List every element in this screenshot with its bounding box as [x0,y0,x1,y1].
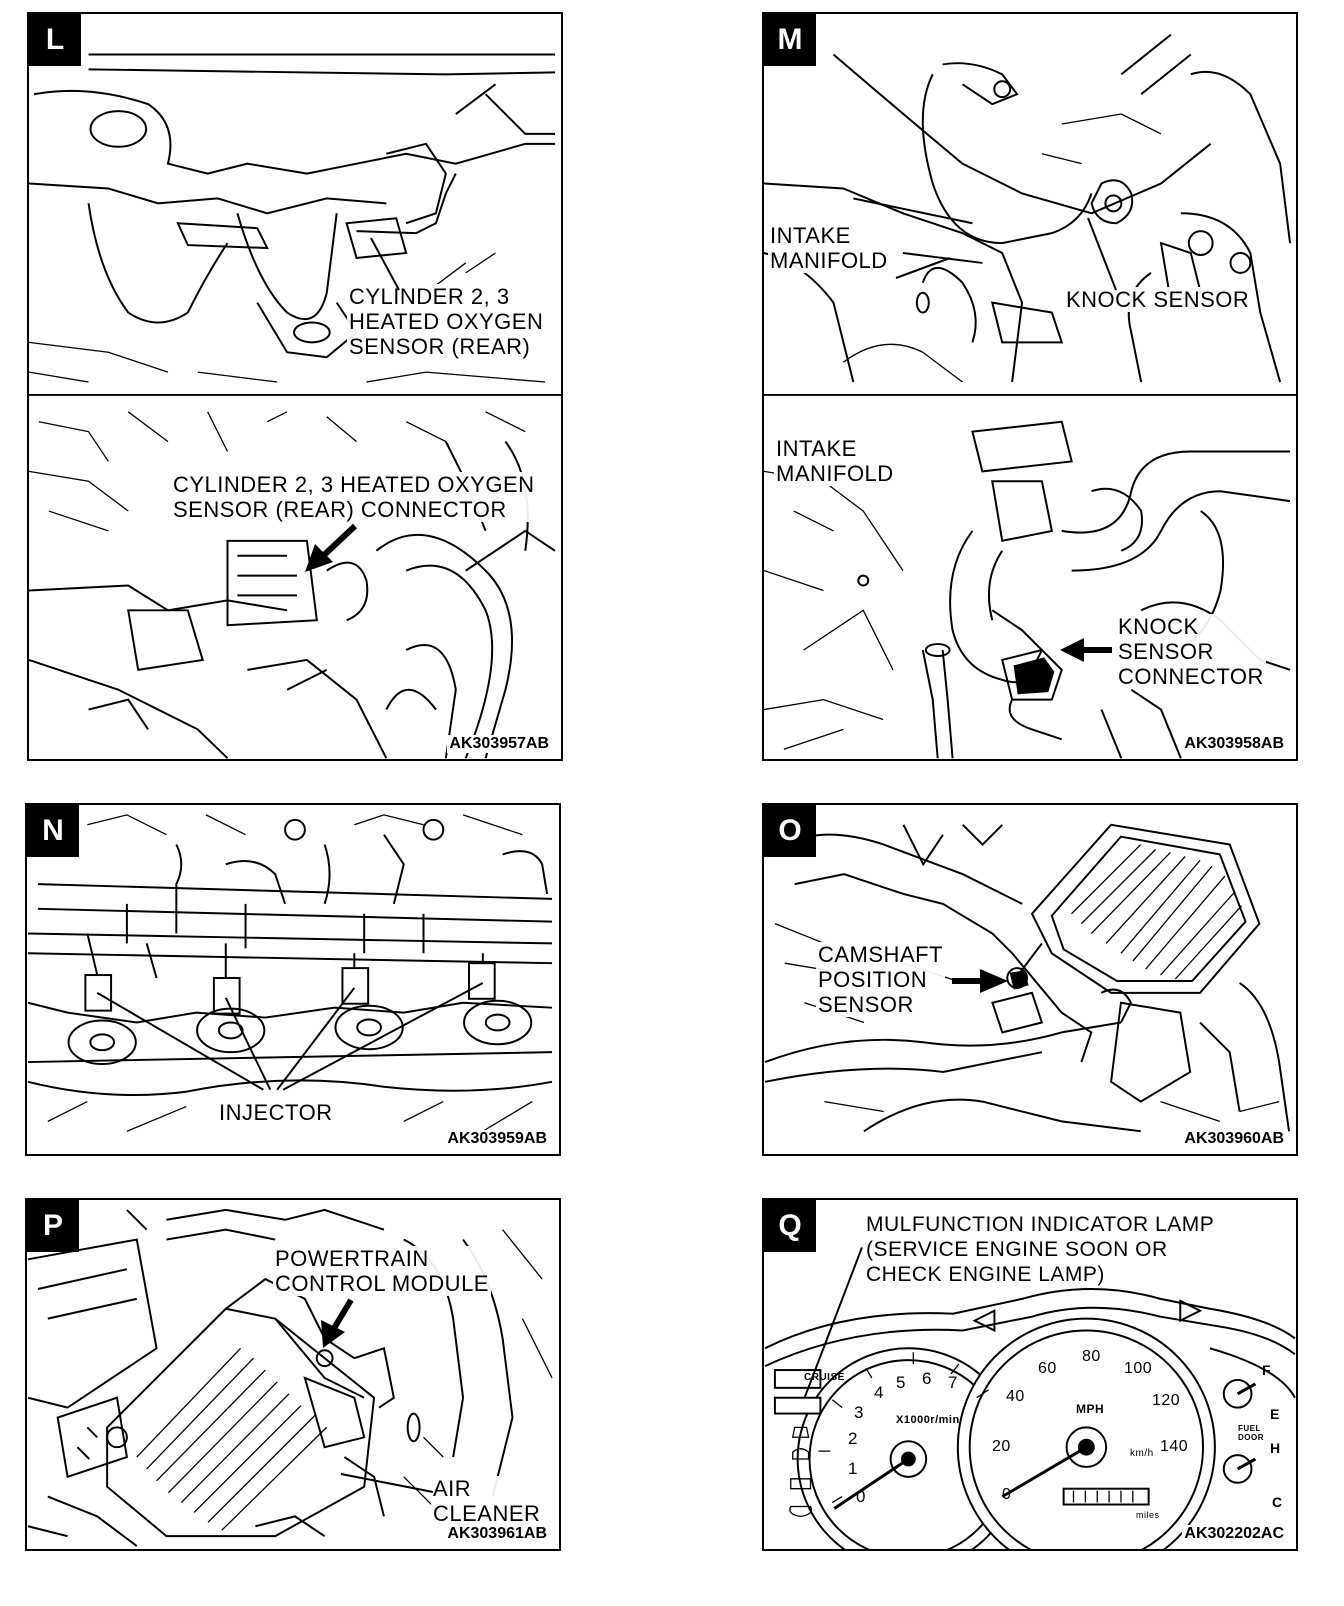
label-camshaft-sensor: CAMSHAFT POSITION SENSOR [816,942,945,1017]
odometer-unit: miles [1136,1510,1160,1520]
panel-n-illustration [27,814,553,1132]
panel-n-letter: N [27,805,79,857]
speed-tick-80: 80 [1082,1348,1101,1365]
panel-m-code: AK303958AB [1182,735,1286,753]
speed-tick-40: 40 [1006,1388,1025,1405]
panel-m-illustration [764,33,1296,759]
speed-unit-mph: MPH [1076,1402,1105,1416]
speed-tick-20: 20 [992,1438,1011,1455]
panel-q-code: AK302202AC [1182,1525,1286,1543]
tach-tick-6: 6 [922,1369,932,1388]
panel-o-illustration [764,823,1291,1133]
speed-tick-120: 120 [1152,1392,1181,1409]
speed-tick-0: 0 [1002,1486,1012,1503]
speed-tick-100: 100 [1124,1360,1153,1377]
panel-o: O CAMSHAFT POSITION SENSOR AK303960AB [762,803,1298,1156]
fuel-full-label: F [1262,1362,1272,1378]
label-intake-manifold-bottom: INTAKE MANIFOLD [774,436,896,486]
tach-tick-1: 1 [848,1459,858,1478]
speed-tick-140: 140 [1160,1438,1189,1455]
label-oxygen-sensor-connector: CYLINDER 2, 3 HEATED OXYGEN SENSOR (REAR… [171,472,537,522]
arrow-to-connector [305,523,358,572]
tach-tick-3: 3 [854,1403,864,1422]
panel-p-code: AK303961AB [445,1525,549,1543]
arrow-to-camshaft-sensor [952,969,1008,993]
panel-p: P POWERTRAIN CONTROL MODULE AIR CLEANER … [25,1198,561,1551]
tach-tick-2: 2 [848,1429,858,1448]
cruise-indicator-label: CRUISE [804,1372,845,1383]
panel-l-code: AK303957AB [447,735,551,753]
label-intake-manifold-top: INTAKE MANIFOLD [768,223,890,273]
panel-p-letter: P [27,1200,79,1252]
label-injector: INJECTOR [217,1100,335,1125]
leader-line-air-cleaner [340,1473,434,1493]
panel-o-letter: O [764,805,816,857]
panel-o-code: AK303960AB [1182,1130,1286,1148]
leader-line-knock-sensor [1087,217,1117,291]
fuel-door-label: FUEL DOOR [1238,1424,1264,1442]
speed-tick-60: 60 [1038,1360,1057,1377]
panel-l-letter: L [29,14,81,66]
tach-unit: X1000r/min [896,1414,960,1426]
temp-hot-label: H [1270,1440,1281,1456]
panel-l: L CYLINDER 2, 3 HEATED OXYGEN SENSOR (RE… [27,12,563,761]
speed-unit-kmh: km/h [1130,1448,1154,1459]
label-oxygen-sensor: CYLINDER 2, 3 HEATED OXYGEN SENSOR (REAR… [347,284,546,359]
label-knock-sensor: KNOCK SENSOR [1064,287,1252,312]
panel-m-letter: M [764,14,816,66]
panel-l-illustration [29,53,561,759]
panel-q-instrument-cluster [764,1247,1296,1549]
label-powertrain-control-module: POWERTRAIN CONTROL MODULE [273,1246,491,1296]
tach-tick-0: 0 [856,1487,866,1506]
label-air-cleaner: AIR CLEANER [431,1476,543,1526]
panel-n-code: AK303959AB [445,1130,549,1148]
arrow-to-knock-connector [1060,638,1112,662]
label-malfunction-indicator-lamp: MULFUNCTION INDICATOR LAMP (SERVICE ENGI… [864,1212,1217,1287]
panel-q: Q MULFUNCTION INDICATOR LAMP (SERVICE EN… [762,1198,1298,1551]
leader-line-sensor [370,237,400,291]
tach-tick-4: 4 [874,1383,884,1402]
arrow-to-pcm [321,1298,354,1348]
label-knock-sensor-connector: KNOCK SENSOR CONNECTOR [1116,614,1266,689]
panel-n: N INJECTOR AK303959AB [25,803,561,1156]
panel-p-illustration [27,1208,553,1547]
temp-cold-label: C [1272,1494,1283,1510]
fuel-empty-label: E [1270,1406,1280,1422]
tach-tick-7: 7 [948,1373,958,1392]
panel-m: M INTAKE MANIFOLD KNOCK SENSOR INTAKE MA… [762,12,1298,761]
tach-tick-5: 5 [896,1373,906,1392]
leader-line-intake-top [895,257,951,279]
panel-q-letter: Q [764,1200,816,1252]
